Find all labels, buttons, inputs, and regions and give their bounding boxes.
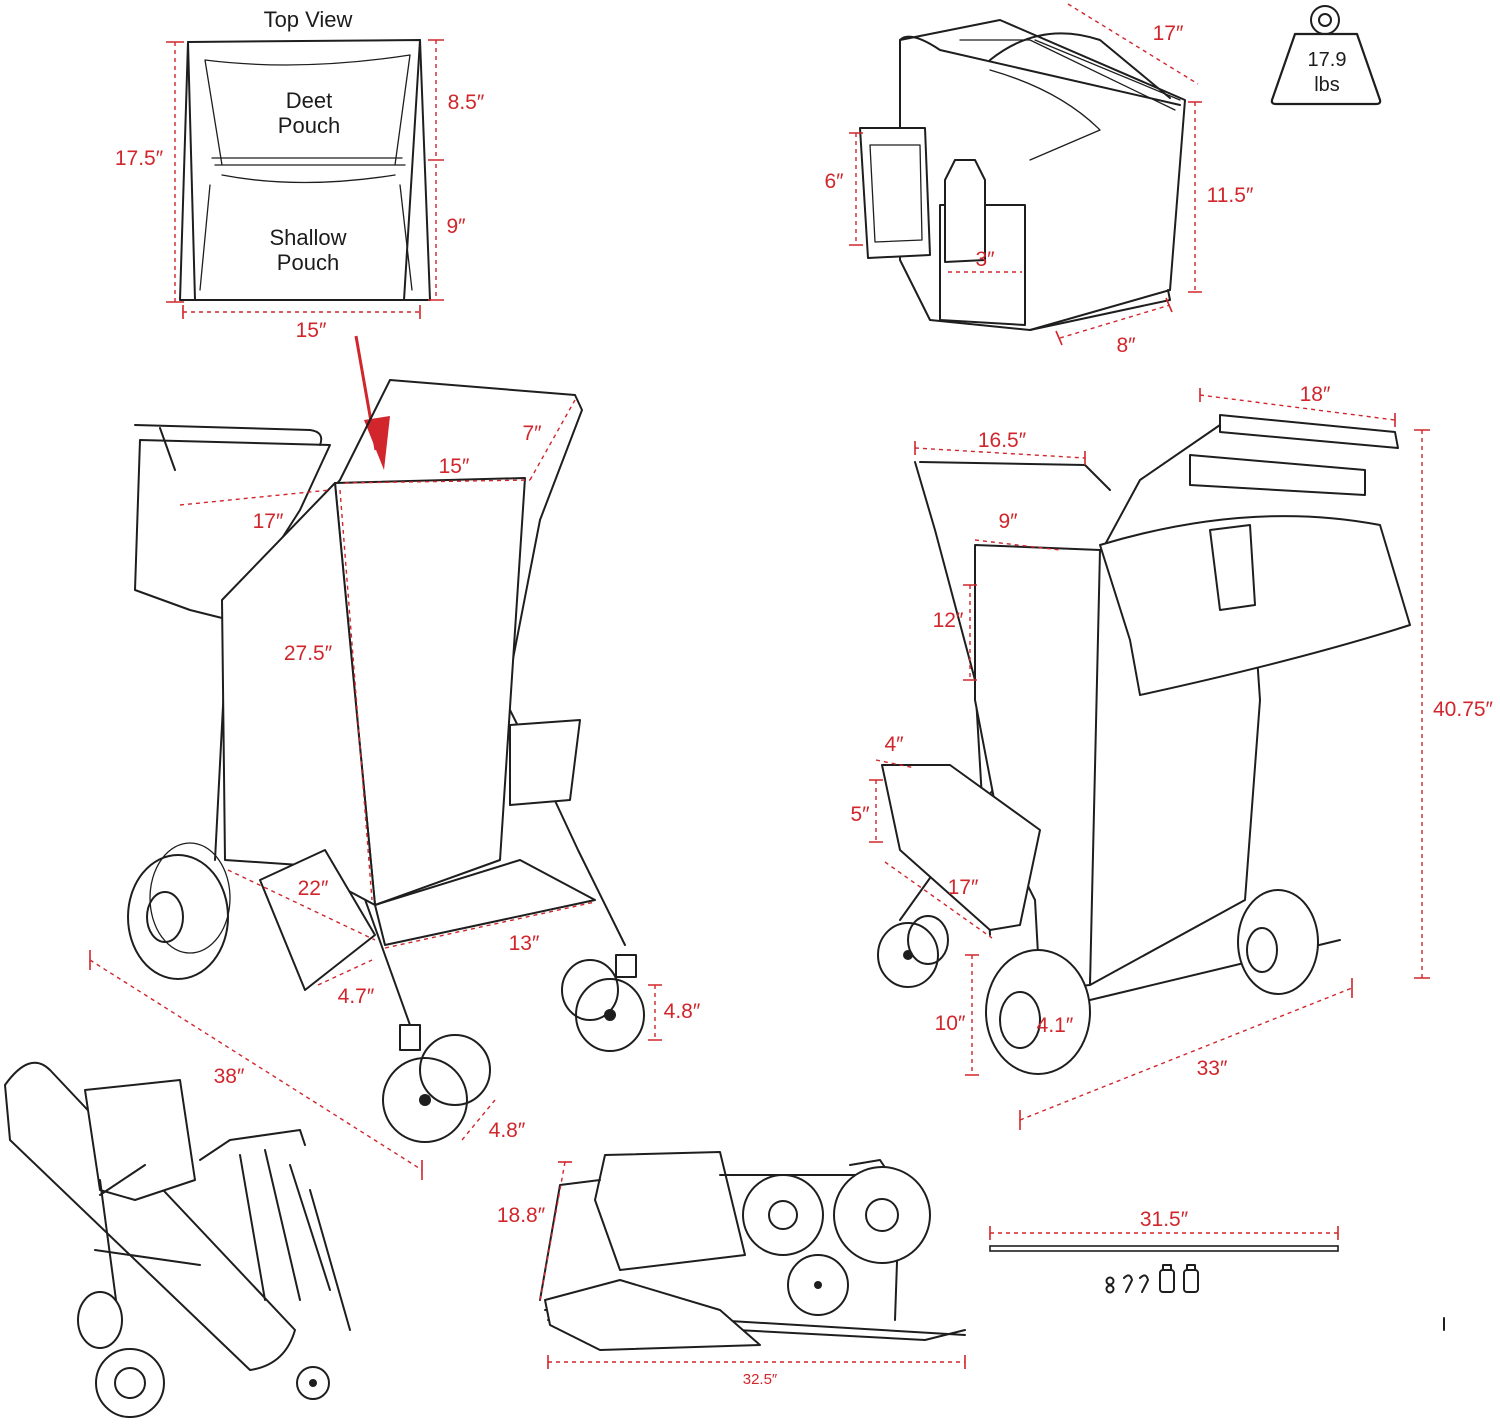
weight-icon: 17.9 lbs [1270,5,1382,106]
side-dim-wheel-width: 4.1″ [1037,1014,1074,1037]
side-dim-total-height: 40.75″ [1433,698,1494,721]
front-dim-bottom-depth: 22″ [298,877,329,900]
top-view-drawing: Top View Deet Pouch Shallow Pouch 17.5″ … [115,7,485,342]
cooler-dim-depth: 8″ [1116,334,1136,357]
top-view-dim-left: 17.5″ [115,147,164,170]
side-dim-wheel-height: 10″ [935,1012,966,1035]
front-dim-front-wheel: 4.8″ [664,1000,701,1023]
side-dim-pouch-height: 12″ [933,609,964,632]
weight-unit: lbs [1314,74,1340,96]
front-dim-bag-top: 15″ [439,455,470,478]
folded-cart-standing-drawing [4,1061,351,1418]
side-dim-cup-height: 5″ [850,803,870,826]
cooler-dim-height: 11.5″ [1207,184,1254,207]
folded-cart-flat-drawing: 18.8″ 32.5″ [497,1151,966,1388]
cooler-dim-side-pocket: 6″ [824,170,844,193]
folded-dim-height: 18.8″ [497,1204,546,1227]
top-view-arrow-head [364,416,390,470]
front-cart-drawing: 7″ 15″ 17″ 27.5″ 22″ 13″ 4.7″ 4.8″ 4.8″ … [89,379,701,1180]
top-view-title: Top View [264,7,353,32]
front-dim-rear-wheel: 4.8″ [489,1119,526,1142]
side-dim-cup-length: 17″ [948,876,979,899]
top-view-dim-right-top: 8.5″ [448,91,485,114]
side-cart-drawing: 18″ 16.5″ 9″ 12″ 4″ 5″ 17″ 10″ 4.1″ 40.7… [850,383,1494,1130]
front-dim-back-top: 17″ [253,510,284,533]
side-dim-cup-width: 4″ [884,733,904,756]
side-dim-top-width: 18″ [1300,383,1331,406]
top-view-dim-bottom: 15″ [296,319,327,342]
pole-drawing: 31.5″ [989,1208,1339,1252]
front-dim-bag-height: 27.5″ [284,642,333,665]
front-dim-bottom-width: 13″ [509,932,540,955]
front-dim-handle-side: 7″ [522,422,542,445]
cooler-dim-top: 17″ [1153,22,1184,45]
cooler-bag-drawing: 17″ 11.5″ 6″ 3″ 8″ [824,3,1254,357]
folded-dim-length: 32.5″ [743,1371,778,1388]
cooler-dim-bottle-pocket: 3″ [975,248,995,271]
shallow-pouch-label-1: Shallow [269,225,346,250]
deep-pouch-label-1: Deet [286,88,332,113]
pole-dim-length: 31.5″ [1140,1208,1189,1231]
front-dim-cup-holder: 4.7″ [338,985,375,1008]
side-dim-back-width: 16.5″ [978,429,1027,452]
hardware-icons [1105,1264,1199,1294]
shallow-pouch-label-2: Pouch [277,250,339,275]
deep-pouch-label-2: Pouch [278,113,340,138]
side-dim-base-length: 33″ [1197,1057,1228,1080]
top-view-dim-right-bottom: 9″ [446,215,466,238]
weight-value: 17.9 [1308,49,1347,71]
side-dim-pouch-width: 9″ [998,510,1018,533]
front-dim-length: 38″ [214,1065,245,1088]
